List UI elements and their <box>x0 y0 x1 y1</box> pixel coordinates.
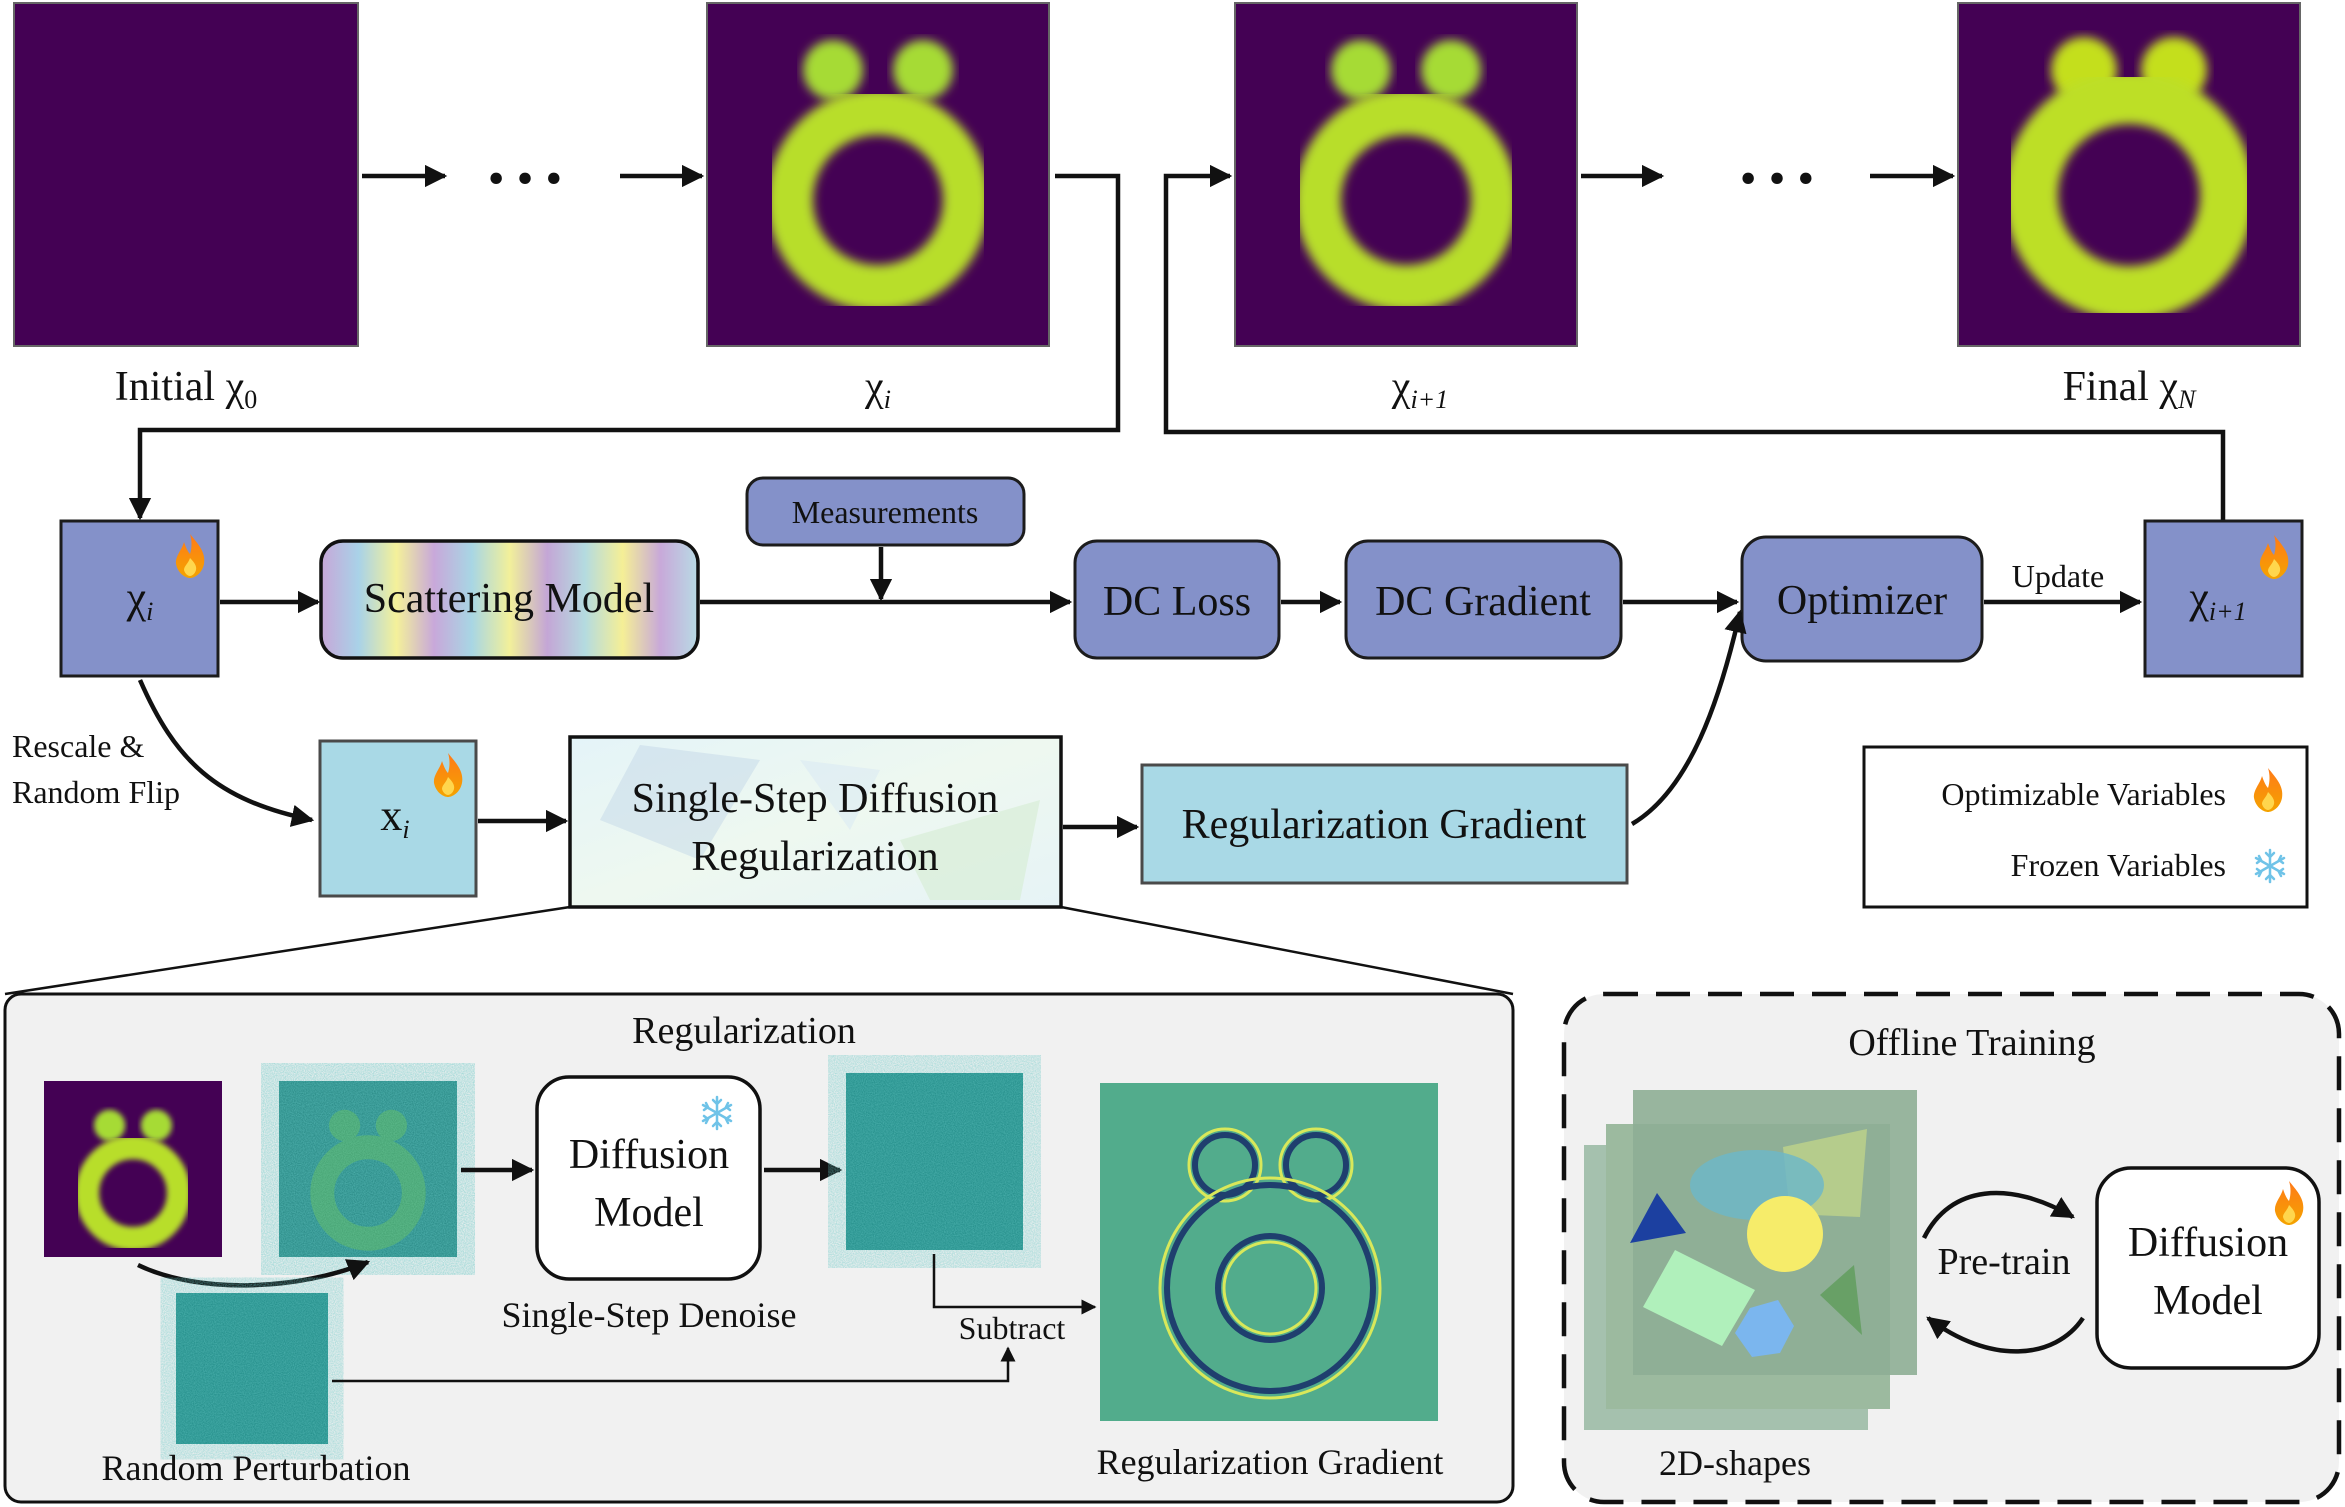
noisy-image <box>279 1081 457 1257</box>
xi-image <box>706 2 1050 347</box>
random-perturbation-label: Random Perturbation <box>102 1448 411 1488</box>
svg-text:Diffusion: Diffusion <box>569 1132 729 1178</box>
zoom-line-left <box>4 905 571 996</box>
single-step-denoise-label: Single-Step Denoise <box>502 1295 797 1335</box>
arrow-icon <box>1630 609 1747 826</box>
final-image <box>1957 2 2301 347</box>
final-label: Final χN <box>2063 364 2198 414</box>
svg-text:Diffusion: Diffusion <box>2128 1220 2288 1266</box>
svg-text:Single-Step Diffusion: Single-Step Diffusion <box>632 776 999 822</box>
svg-text:Scattering Model: Scattering Model <box>364 576 654 622</box>
diffusion-model-box: Diffusion Model <box>535 1075 762 1281</box>
shapes-label: 2D-shapes <box>1659 1443 1811 1483</box>
legend-optimizable: Optimizable Variables <box>1941 776 2226 812</box>
shapes-stack <box>1584 1090 1917 1430</box>
offline-diffusion-model-box: Diffusion Model <box>2095 1166 2321 1370</box>
pretrain-label: Pre-train <box>1938 1241 2071 1283</box>
svg-text:χi+1: χi+1 <box>2188 573 2246 626</box>
measurements-box: Measurements <box>745 476 1026 547</box>
offline-training-panel: Offline Training 2D-shapes Pre-train Dif… <box>1561 991 2342 1505</box>
dc-loss-box: DC Loss <box>1073 539 1281 660</box>
svg-text:xi: xi <box>380 791 409 844</box>
svg-text:Model: Model <box>2153 1278 2263 1324</box>
xi1-label: χi+1 <box>1391 364 1448 414</box>
xi1-image <box>1234 2 1578 347</box>
svg-text:DC Gradient: DC Gradient <box>1375 579 1591 625</box>
subtract-label: Subtract <box>959 1310 1066 1346</box>
svg-text:Regularization: Regularization <box>691 834 938 880</box>
svg-text:DC Loss: DC Loss <box>1103 579 1251 625</box>
xi-label: χi <box>864 364 891 414</box>
scattering-model-box: Scattering Model <box>319 539 700 660</box>
ellipsis-2: • • • <box>1740 152 1814 205</box>
svg-text:Regularization Gradient: Regularization Gradient <box>1182 802 1587 848</box>
svg-text:Optimizer: Optimizer <box>1777 578 1947 624</box>
arrow-icon <box>1163 164 2226 521</box>
regularization-title: Regularization <box>632 1010 856 1052</box>
predicted-noise-image <box>846 1073 1023 1250</box>
legend: Optimizable Variables Frozen Variables <box>1862 745 2309 909</box>
arrow-icon <box>1926 1316 2085 1354</box>
update-label: Update <box>2012 558 2104 594</box>
random-perturbation-image <box>176 1293 328 1444</box>
dc-gradient-box: DC Gradient <box>1344 539 1623 660</box>
clean-image <box>44 1081 222 1257</box>
initial-label: Initial χ0 <box>115 364 257 414</box>
offline-title: Offline Training <box>1848 1022 2095 1064</box>
optimizer-box: Optimizer <box>1740 535 1984 663</box>
zoom-line-right <box>1060 905 1514 996</box>
arrow-icon <box>128 173 1121 521</box>
regularization-gradient-image <box>1100 1083 1438 1421</box>
chi-i1-box: χi+1 <box>2143 519 2304 678</box>
svg-text:Model: Model <box>594 1190 704 1236</box>
regularization-gradient-label: Regularization Gradient <box>1097 1442 1444 1482</box>
rescale-label-2: Random Flip <box>12 774 180 810</box>
regularization-panel: Regularization Diffusion <box>3 992 1515 1504</box>
legend-frozen: Frozen Variables <box>2011 847 2226 883</box>
rescale-label-1: Rescale & <box>12 728 145 764</box>
initial-image <box>13 2 359 347</box>
arrow-icon <box>137 1259 371 1288</box>
arrow-icon <box>332 1346 1016 1383</box>
svg-text:χi: χi <box>126 573 154 626</box>
arrow-icon <box>1921 1190 2075 1239</box>
svg-text:Measurements: Measurements <box>792 494 979 530</box>
arrow-icon <box>137 679 315 827</box>
single-step-diffusion-box: Single-Step Diffusion Regularization <box>568 735 1063 909</box>
arrow-icon <box>932 1254 1097 1315</box>
regularization-gradient-box: Regularization Gradient <box>1140 763 1629 885</box>
ellipsis-1: • • • <box>488 152 562 205</box>
x-i-box: xi <box>318 739 478 898</box>
chi-i-box: χi <box>59 519 220 678</box>
